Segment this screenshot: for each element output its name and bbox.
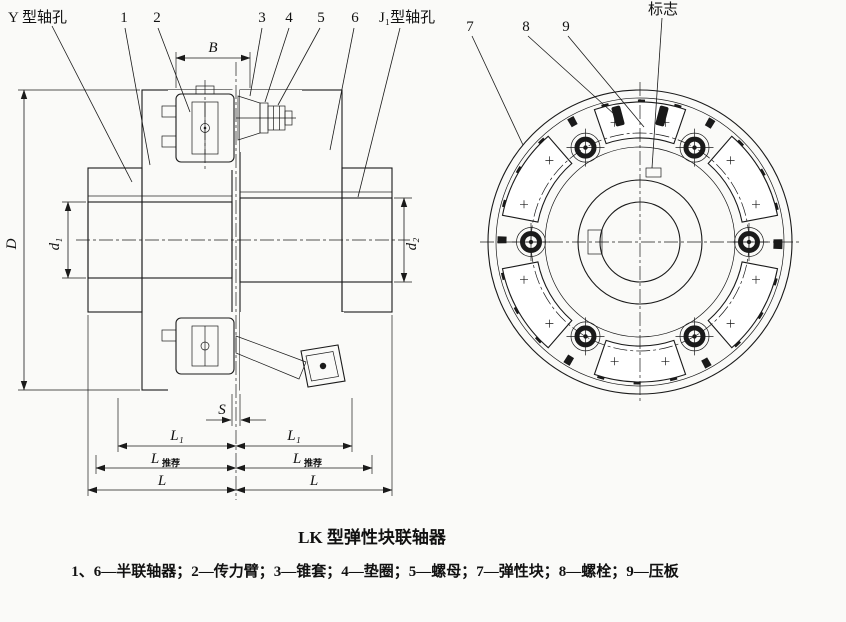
dim-Lrec-right-sub: 推荐 bbox=[304, 457, 322, 468]
force-arm-bottom bbox=[161, 317, 346, 388]
label-mark: 标志 bbox=[648, 1, 678, 18]
callout-leaders bbox=[51, 17, 663, 198]
callout-8: 8 bbox=[522, 19, 530, 35]
elastic-block bbox=[707, 261, 779, 349]
bore-j1-type bbox=[239, 191, 393, 283]
callout-6: 6 bbox=[351, 10, 359, 26]
dim-D-label: D bbox=[4, 238, 20, 250]
clamp-bolt-icon bbox=[161, 135, 177, 148]
elastic-block bbox=[501, 261, 573, 349]
label-j1-bore: J₁型轴孔 bbox=[379, 9, 435, 26]
mark-rect bbox=[645, 167, 662, 178]
dim-d1-label: d₁ bbox=[47, 238, 63, 251]
elastic-block bbox=[501, 135, 573, 223]
clamp-bolt-icon bbox=[161, 329, 177, 342]
elastic-block bbox=[707, 135, 779, 223]
dimension-L: L L bbox=[87, 315, 393, 496]
dim-d2-label: d₂ bbox=[404, 238, 420, 251]
dim-B-label: B bbox=[208, 40, 217, 56]
dim-Lrec-left-sub: 推荐 bbox=[162, 457, 180, 468]
dimension-L-recommended: L 推荐 L 推荐 bbox=[95, 451, 373, 474]
dimension-B: B bbox=[175, 40, 251, 88]
dim-L-left-label: L bbox=[157, 473, 166, 489]
dim-Lrec-right-label: L bbox=[292, 451, 301, 467]
end-pad bbox=[300, 344, 346, 388]
dim-Lrec-left-label: L bbox=[150, 451, 159, 467]
label-y-bore: Y 型轴孔 bbox=[8, 9, 67, 26]
clamp-bolt-icon bbox=[161, 105, 177, 118]
dimensions: B D d₁ d₂ S bbox=[4, 40, 420, 496]
figure-title: LK 型弹性块联轴器 bbox=[298, 527, 447, 547]
callout-1: 1 bbox=[120, 10, 128, 26]
bore-y-type bbox=[87, 195, 233, 279]
force-arm-top bbox=[161, 80, 235, 170]
dim-L-right-label: L bbox=[309, 473, 318, 489]
cone-washer-nut bbox=[236, 95, 296, 141]
dimension-d2: d₂ bbox=[394, 197, 420, 283]
dimension-d1: d₁ bbox=[47, 201, 86, 279]
dim-L1-left-label: L₁ bbox=[169, 428, 184, 444]
dimension-L1: L₁ L₁ bbox=[117, 398, 353, 452]
callout-2: 2 bbox=[153, 10, 161, 26]
callout-4: 4 bbox=[285, 10, 293, 26]
dim-L1-right-label: L₁ bbox=[286, 428, 301, 444]
front-view bbox=[480, 82, 802, 402]
figure-legend: 1、6—半联轴器；2—传力臂；3—锥套；4—垫圈；5—螺母；7—弹性块；8—螺栓… bbox=[71, 562, 680, 580]
section-view bbox=[76, 62, 410, 500]
callout-9: 9 bbox=[562, 19, 570, 35]
block-cross-marks bbox=[520, 118, 760, 366]
callout-7: 7 bbox=[466, 19, 474, 35]
callout-5: 5 bbox=[317, 10, 325, 26]
dimension-D: D bbox=[4, 89, 140, 391]
dimension-S: S bbox=[206, 394, 266, 426]
bottom-cutout-left bbox=[168, 312, 234, 392]
callout-3: 3 bbox=[258, 10, 266, 26]
dim-S-label: S bbox=[218, 402, 226, 418]
